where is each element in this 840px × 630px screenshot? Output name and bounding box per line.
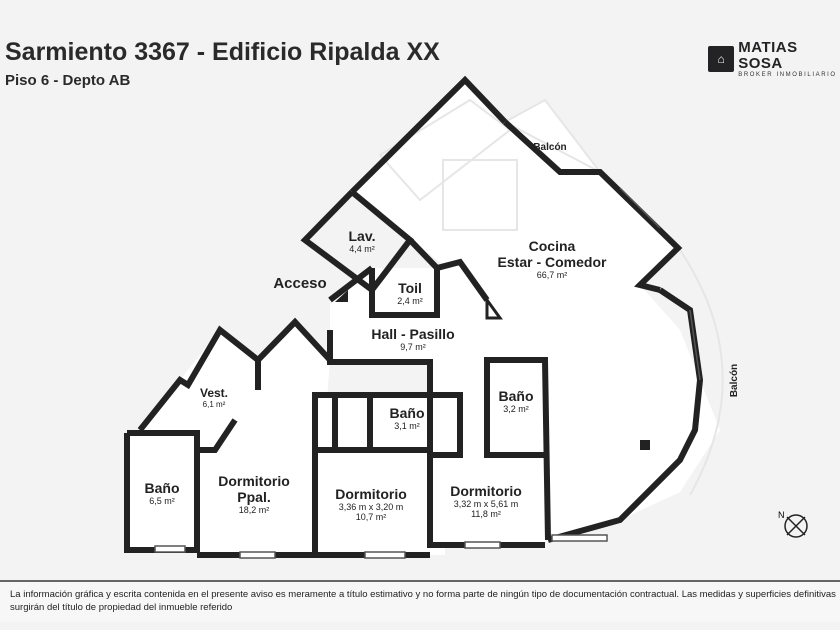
room-lav: Lav.4,4 m² [348, 228, 376, 254]
windows [154, 187, 701, 559]
compass-north-label: N [778, 510, 785, 520]
balcony-label-right: Balcón [729, 363, 741, 398]
brand-logo: ⌂ MATIAS SOSA BROKER INMOBILIARIO [708, 40, 840, 78]
floor-plan: N [124, 75, 808, 559]
access-label: Acceso [273, 275, 327, 292]
compass-icon: N [778, 510, 808, 538]
disclaimer-line-1: La información gráfica y escrita conteni… [10, 589, 836, 600]
logo-name: MATIAS SOSA [738, 39, 798, 72]
logo-arch-icon: ⌂ [708, 46, 735, 72]
disclaimer-line-2: surgirán del título de propiedad del inm… [10, 602, 233, 613]
page-title: Sarmiento 3367 - Edificio Ripalda XX [5, 38, 440, 66]
balcony-label-top: Balcón [533, 142, 567, 153]
balcony-areas [378, 98, 724, 496]
access-arrow-icon [335, 290, 348, 302]
shaft-icon [485, 295, 503, 320]
room-vest: Vest.6,1 m² [199, 386, 229, 409]
page-subtitle: Piso 6 - Depto AB [5, 72, 131, 89]
disclaimer-footer: La información gráfica y escrita conteni… [0, 580, 840, 622]
logo-tagline: BROKER INMOBILIARIO [738, 72, 837, 78]
